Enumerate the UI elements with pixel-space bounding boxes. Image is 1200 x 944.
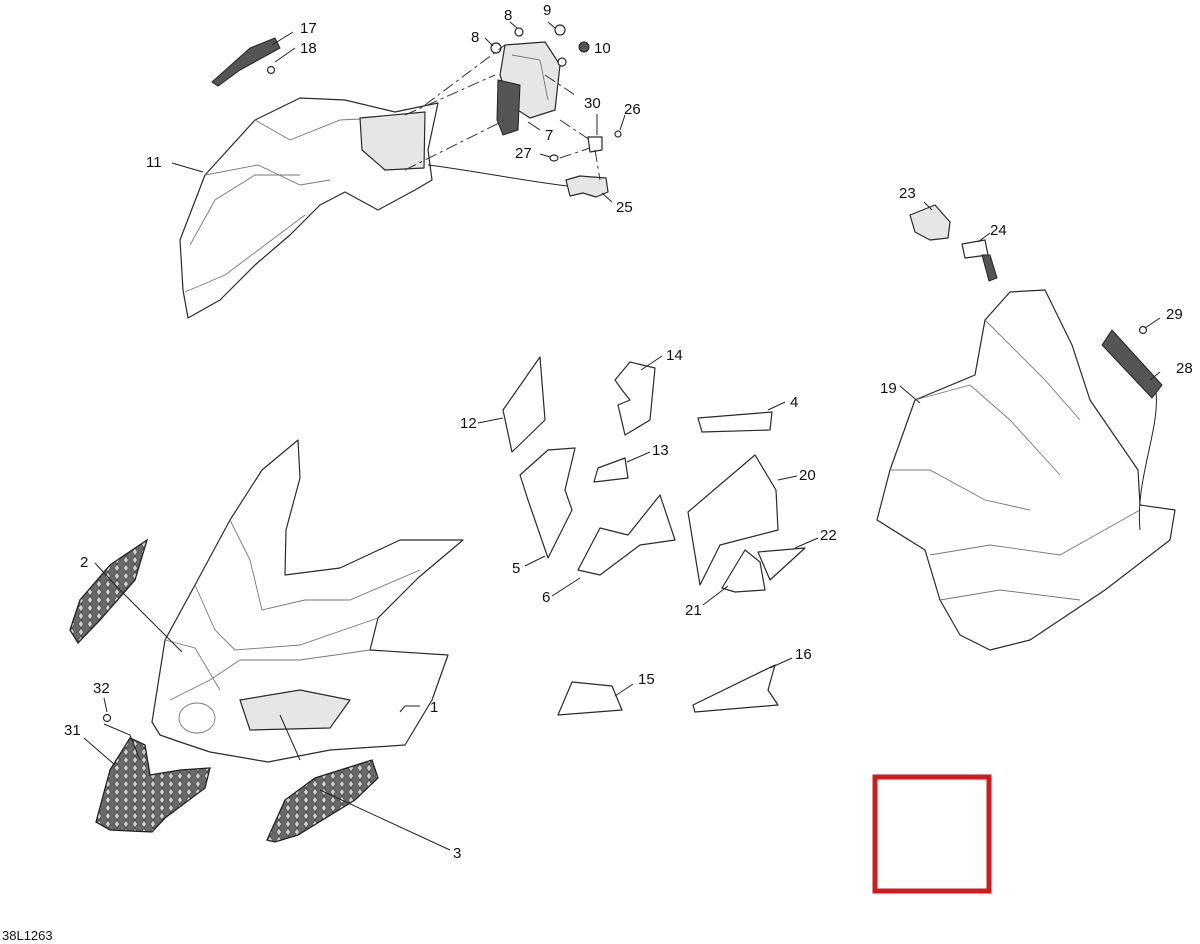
callout-23: 23 (899, 185, 916, 202)
figure-reference: 38L1263 (2, 928, 53, 943)
callout-28: 28 (1176, 360, 1193, 377)
callout-4: 4 (790, 394, 798, 411)
callout-15: 15 (638, 671, 655, 688)
part-16-decal (692, 664, 779, 713)
part-28-cable (1138, 391, 1157, 531)
part-12-decal (502, 356, 546, 453)
part-8-bolt-side-icon (490, 42, 502, 54)
part-2-mesh-grille (69, 538, 149, 645)
part-27-washer-icon (549, 154, 559, 162)
part-13-decal (593, 457, 629, 483)
callout-16: 16 (795, 646, 812, 663)
assembly-lines-upper (404, 44, 601, 187)
part-10-clip-icon (578, 41, 590, 53)
callout-3: 3 (453, 845, 461, 862)
callout-29: 29 (1166, 306, 1183, 323)
callout-18: 18 (300, 40, 317, 57)
part-8-bolt-top-icon (514, 27, 524, 37)
part-3-mesh-grille (266, 759, 379, 843)
callout-30: 30 (584, 95, 601, 112)
callout-19: 19 (880, 380, 897, 397)
part-1-front-fascia (151, 439, 464, 763)
callout-14: 14 (666, 347, 683, 364)
callout-22: 22 (820, 527, 837, 544)
callout-8-left: 8 (471, 29, 479, 46)
leader-lines (83, 21, 1161, 851)
part-24-latch-bolt (961, 239, 998, 282)
callout-27: 27 (515, 145, 532, 162)
part-31-mesh-grille (95, 737, 211, 833)
part-7-headlight-housing (496, 41, 561, 136)
part-22-decal (757, 547, 806, 581)
part-21-decal (721, 549, 766, 593)
part-9-nut-icon (554, 24, 566, 36)
callout-24: 24 (990, 222, 1007, 239)
callout-25: 25 (616, 199, 633, 216)
callout-13: 13 (652, 442, 669, 459)
part-5-decal (519, 447, 576, 559)
part-30-bracket (587, 136, 603, 153)
part-17-trim-strip (211, 37, 281, 87)
part-10-clip-lower-icon (557, 57, 567, 67)
part-11-upper-nose-panel (179, 97, 439, 319)
part-26-screw-icon (614, 130, 622, 138)
callout-5: 5 (512, 560, 520, 577)
part-15-decal (557, 681, 623, 716)
callout-8-top: 8 (504, 7, 512, 24)
highlight-marker-box (872, 774, 992, 894)
callout-2: 2 (80, 554, 88, 571)
callout-31: 31 (64, 722, 81, 739)
part-18-screw-icon (266, 65, 276, 75)
callout-21: 21 (685, 602, 702, 619)
part-25-connector (565, 175, 609, 198)
part-29-screw-icon (1138, 325, 1148, 335)
callout-20: 20 (799, 467, 816, 484)
callout-9: 9 (543, 2, 551, 19)
callout-1: 1 (430, 699, 438, 716)
callout-6: 6 (542, 589, 550, 606)
part-4-decal (697, 411, 773, 433)
part-28-handle-bracket (1101, 329, 1163, 399)
callout-12: 12 (460, 415, 477, 432)
part-19-side-panel (876, 289, 1176, 651)
part-23-latch (909, 204, 951, 241)
callout-10: 10 (594, 40, 611, 57)
part-6-decal (577, 494, 676, 576)
callout-26: 26 (624, 101, 641, 118)
callout-17: 17 (300, 20, 317, 37)
callout-7: 7 (545, 127, 553, 144)
part-32-screw-icon (102, 713, 112, 723)
part-14-decal (614, 361, 656, 436)
callout-11: 11 (146, 154, 162, 171)
part-20-decal (687, 454, 779, 586)
callout-32: 32 (93, 680, 110, 697)
